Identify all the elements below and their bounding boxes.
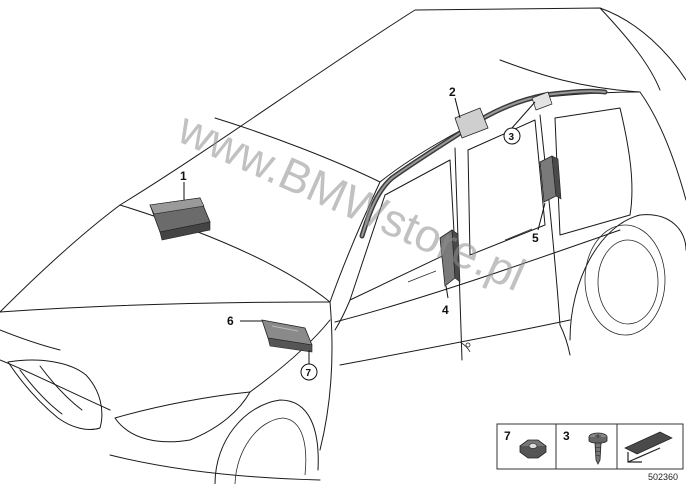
callout-3: 3	[509, 132, 515, 143]
nut-icon	[519, 439, 547, 459]
callout-5: 5	[532, 231, 539, 245]
screw-icon	[588, 432, 608, 465]
rear-seat-side-airbag	[539, 155, 562, 203]
callout-7-circle	[300, 363, 318, 381]
legend-3-label: 3	[563, 429, 570, 443]
callout-4: 4	[442, 303, 449, 317]
legend-7-label: 7	[504, 429, 511, 443]
callout-7: 7	[306, 368, 312, 379]
reference-number: 502360	[648, 472, 678, 482]
callout-leaders	[183, 97, 546, 364]
callout-1: 1	[180, 169, 187, 183]
callout-2: 2	[449, 85, 456, 99]
knee-airbag-module	[261, 319, 313, 353]
arrow-symbol-icon	[624, 431, 673, 463]
callout-6: 6	[227, 314, 234, 328]
callout-3-circle	[503, 127, 521, 145]
fastener-legend: 7 3	[496, 423, 684, 470]
front-seat-side-airbag	[439, 229, 461, 287]
head-airbag-curtain	[359, 88, 608, 239]
passenger-airbag-module	[149, 197, 211, 241]
car-outline	[0, 7, 686, 484]
